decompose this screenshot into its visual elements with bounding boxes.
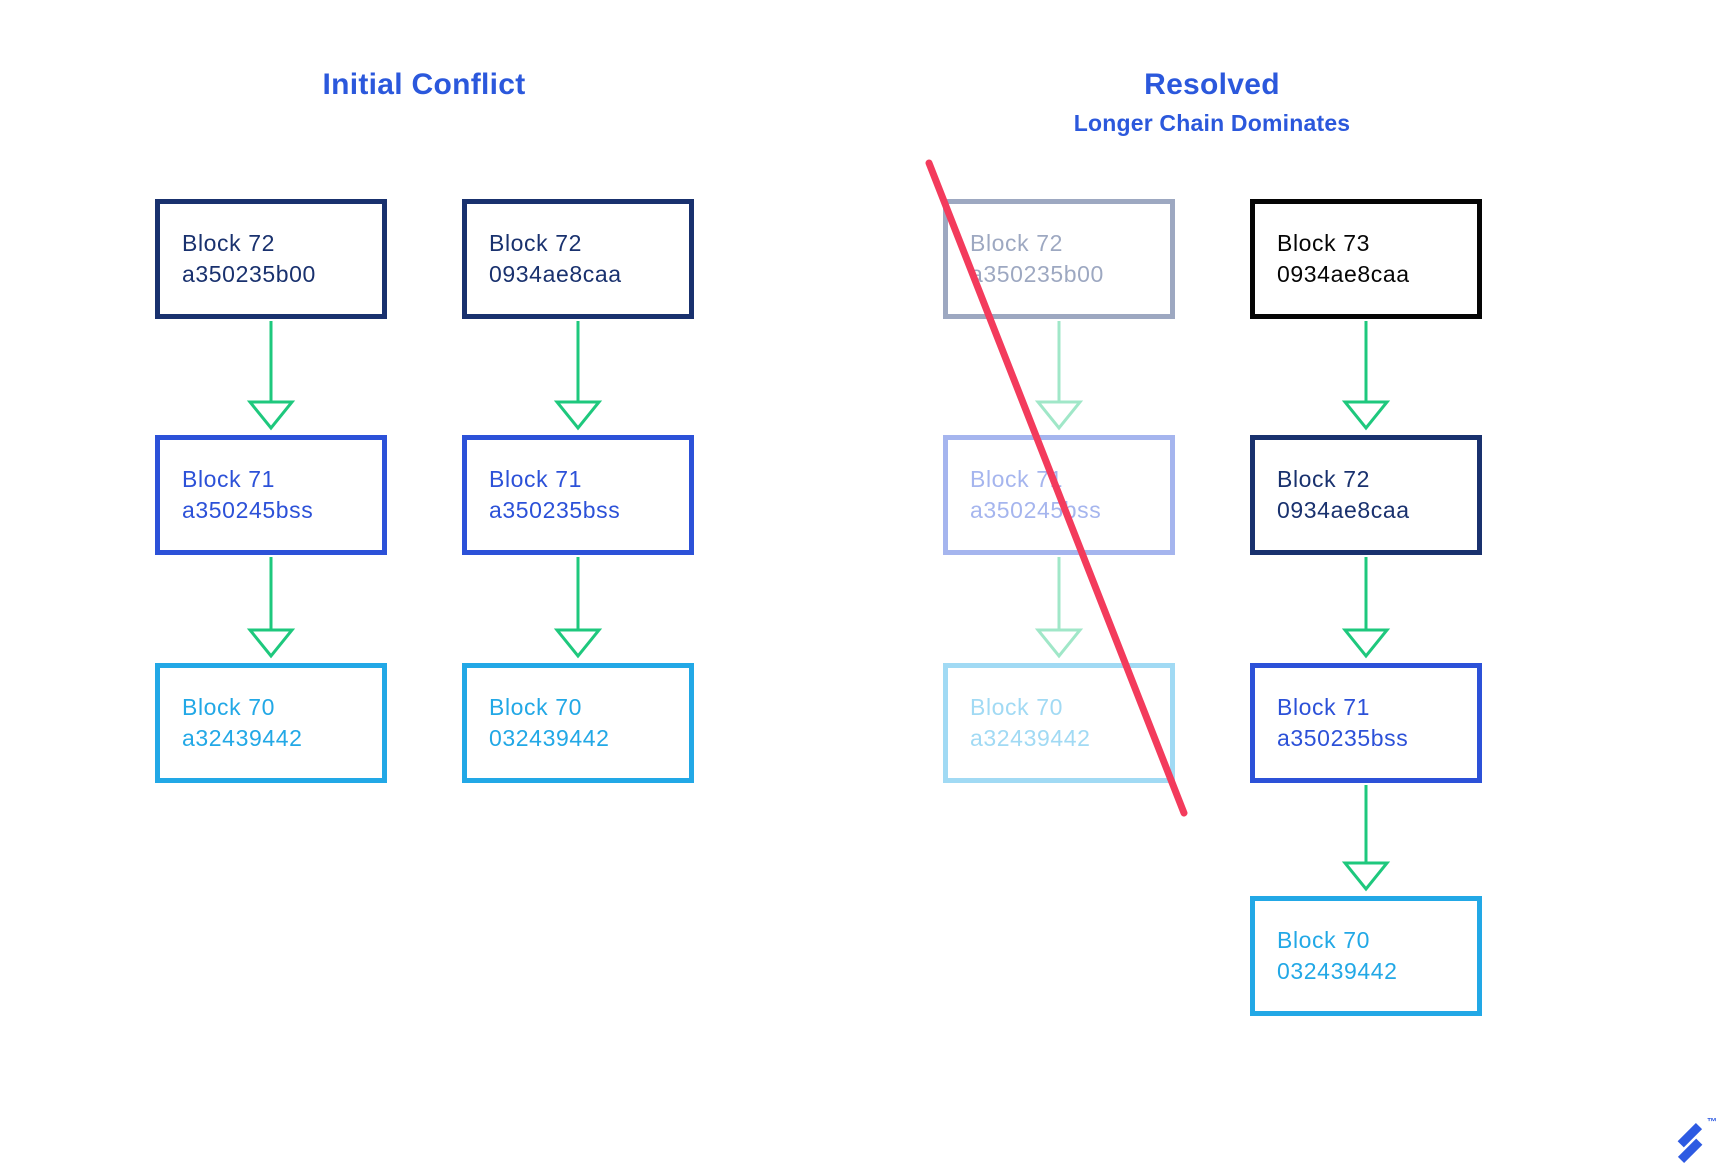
- brand-logo-glyph: [1677, 1122, 1703, 1164]
- block-card: Block 71 a350245bss: [155, 435, 387, 555]
- block-label: Block 71: [1277, 694, 1371, 720]
- block-hash: 0934ae8caa: [489, 261, 622, 287]
- block-hash: 0934ae8caa: [1277, 497, 1410, 523]
- block-label: Block 73: [1277, 230, 1371, 256]
- arrow-down-icon: [246, 557, 296, 659]
- block-hash: a350235bss: [489, 497, 621, 523]
- block-hash: a350235b00: [182, 261, 316, 287]
- block-hash: a350235bss: [1277, 725, 1409, 751]
- arrow-down-icon: [553, 321, 603, 431]
- block-hash: a350245bss: [182, 497, 314, 523]
- block-hash: 032439442: [1277, 958, 1398, 984]
- block-card: Block 72 a350235b00: [155, 199, 387, 319]
- block-card: Block 72 0934ae8caa: [462, 199, 694, 319]
- block-label: Block 72: [489, 230, 583, 256]
- block-card: Block 70 032439442: [462, 663, 694, 783]
- right-section-title: Resolved: [1144, 68, 1280, 101]
- block-card: Block 73 0934ae8caa: [1250, 199, 1482, 319]
- left-section-title: Initial Conflict: [322, 68, 526, 101]
- block-card: Block 72 0934ae8caa: [1250, 435, 1482, 555]
- brand-logo-icon: ™: [1670, 1117, 1720, 1171]
- arrow-down-icon: [1341, 557, 1391, 659]
- right-section-subtitle: Longer Chain Dominates: [1073, 110, 1351, 136]
- block-hash: 032439442: [489, 725, 610, 751]
- block-label: Block 71: [489, 466, 583, 492]
- block-hash: 0934ae8caa: [1277, 261, 1410, 287]
- trademark-symbol: ™: [1707, 1117, 1717, 1128]
- block-card: Block 70 a32439442: [155, 663, 387, 783]
- block-label: Block 70: [1277, 927, 1371, 953]
- arrow-down-icon: [1341, 321, 1391, 431]
- block-hash: a32439442: [182, 725, 303, 751]
- block-label: Block 71: [182, 466, 276, 492]
- block-label: Block 72: [182, 230, 276, 256]
- block-card: Block 70 032439442: [1250, 896, 1482, 1016]
- arrow-down-icon: [553, 557, 603, 659]
- block-label: Block 70: [182, 694, 276, 720]
- block-label: Block 72: [1277, 466, 1371, 492]
- arrow-down-icon: [246, 321, 296, 431]
- arrow-down-icon: [1341, 785, 1391, 892]
- block-label: Block 70: [489, 694, 583, 720]
- block-card: Block 71 a350235bss: [462, 435, 694, 555]
- block-card: Block 71 a350235bss: [1250, 663, 1482, 783]
